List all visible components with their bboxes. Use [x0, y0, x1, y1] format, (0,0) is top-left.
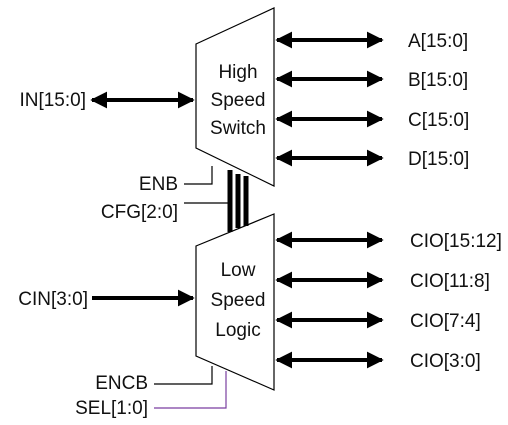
cio-7-4-connection: CIO[7:4] — [275, 311, 481, 332]
high-speed-switch-shape — [195, 7, 275, 187]
encb-label: ENCB — [95, 373, 148, 394]
encb-connection: ENCB — [95, 366, 213, 394]
cfg-label: CFG[2:0] — [101, 202, 178, 223]
a-bus-connection: A[15:0] — [275, 31, 468, 52]
cio-11-8-connection: CIO[11:8] — [275, 271, 490, 292]
d-bus-label: D[15:0] — [408, 149, 469, 170]
low-speed-logic-block: Low Speed Logic — [195, 213, 275, 391]
cio-3-0-label: CIO[3:0] — [410, 351, 481, 372]
cio-15-12-connection: CIO[15:12] — [275, 231, 502, 252]
cin-connection: CIN[3:0] — [18, 289, 195, 310]
cin-label: CIN[3:0] — [18, 289, 88, 310]
low-speed-label-line2: Speed — [211, 290, 266, 311]
high-speed-switch-block: High Speed Switch — [195, 7, 275, 187]
enb-connection: ENB — [139, 166, 213, 195]
sel-wire — [154, 371, 227, 409]
sel-connection: SEL[1:0] — [75, 371, 227, 419]
cio-7-4-label: CIO[7:4] — [410, 311, 481, 332]
c-bus-connection: C[15:0] — [275, 110, 469, 131]
b-bus-label: B[15:0] — [408, 70, 468, 91]
high-speed-label-line1: High — [218, 62, 257, 83]
cio-11-8-label: CIO[11:8] — [410, 271, 490, 292]
c-bus-label: C[15:0] — [408, 110, 469, 131]
cio-3-0-connection: CIO[3:0] — [275, 351, 481, 372]
d-bus-connection: D[15:0] — [275, 149, 469, 170]
cfg-connection: CFG[2:0] — [101, 202, 228, 223]
high-speed-label-line2: Speed — [211, 90, 266, 111]
sel-label: SEL[1:0] — [75, 398, 148, 419]
enb-label: ENB — [139, 174, 178, 195]
b-bus-connection: B[15:0] — [275, 70, 468, 91]
low-speed-label-line1: Low — [221, 260, 256, 281]
enb-wire — [184, 166, 213, 185]
encb-wire — [154, 366, 213, 385]
a-bus-label: A[15:0] — [408, 31, 468, 52]
in-bus-label: IN[15:0] — [19, 90, 86, 111]
high-speed-label-line3: Switch — [210, 118, 266, 139]
cio-15-12-label: CIO[15:12] — [410, 231, 502, 252]
low-speed-label-line3: Logic — [215, 320, 260, 341]
interconnect-bus — [227, 170, 249, 232]
in-bus-connection: IN[15:0] — [19, 90, 195, 111]
